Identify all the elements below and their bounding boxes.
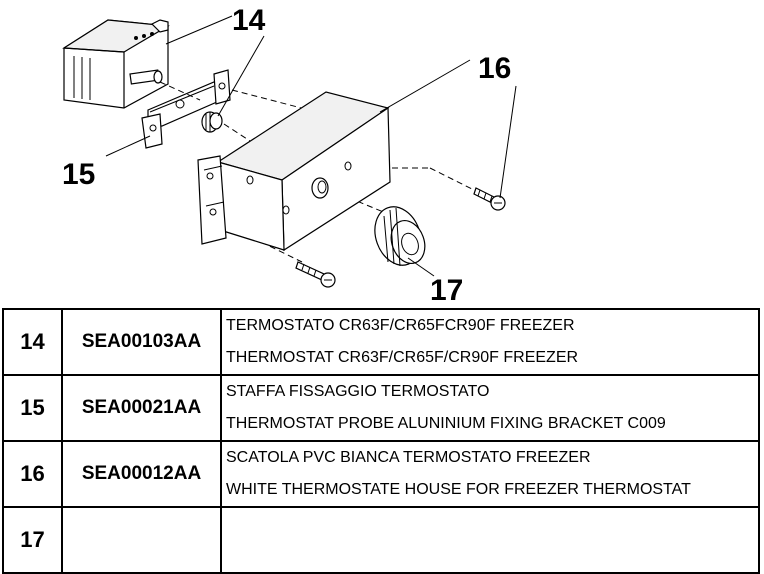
description-english [226,540,758,572]
screw-right [473,187,506,211]
callout-15: 15 [62,158,95,191]
description-italian: STAFFA FISSAGGIO TERMOSTATO [226,383,490,400]
part-code: SEA00012AA [61,440,222,508]
part-number: 17 [2,506,63,574]
table-row: 16 SEA00012AA SCATOLA PVC BIANCA TERMOST… [2,440,760,508]
part-code [61,506,222,574]
callout-14: 14 [232,4,266,37]
thermostat-body [62,19,170,109]
part-description: STAFFA FISSAGGIO TERMOSTATO THERMOSTAT P… [220,374,760,442]
exploded-parts-diagram: 14 15 16 17 [62,4,517,307]
part-code: SEA00021AA [61,374,222,442]
part-description: TERMOSTATO CR63F/CR65FCR90F FREEZER THER… [220,308,760,376]
control-knob [374,206,426,267]
callout-17: 17 [430,274,463,307]
description-english: THERMOSTAT CR63F/CR65F/CR90F FREEZER [226,349,579,366]
thermostat-housing [197,91,391,252]
table-row: 14 SEA00103AA TERMOSTATO CR63F/CR65FCR90… [2,308,760,376]
callout-16: 16 [478,52,511,85]
part-description [220,506,760,574]
thermostat-nut [201,111,223,133]
description-english: THERMOSTAT PROBE ALUNINIUM FIXING BRACKE… [226,415,666,432]
part-number: 14 [2,308,63,376]
screw-bottom [295,261,336,288]
description-english: WHITE THERMOSTATE HOUSE FOR FREEZER THER… [226,481,691,498]
fixing-bracket [141,69,231,149]
parts-table: 14 SEA00103AA TERMOSTATO CR63F/CR65FCR90… [2,308,760,574]
description-italian [226,508,758,540]
table-row: 15 SEA00021AA STAFFA FISSAGGIO TERMOSTAT… [2,374,760,442]
description-italian: TERMOSTATO CR63F/CR65FCR90F FREEZER [226,317,575,334]
part-description: SCATOLA PVC BIANCA TERMOSTATO FREEZER WH… [220,440,760,508]
part-number: 15 [2,374,63,442]
part-code: SEA00103AA [61,308,222,376]
table-row: 17 [2,506,760,574]
description-italian: SCATOLA PVC BIANCA TERMOSTATO FREEZER [226,449,591,466]
part-number: 16 [2,440,63,508]
